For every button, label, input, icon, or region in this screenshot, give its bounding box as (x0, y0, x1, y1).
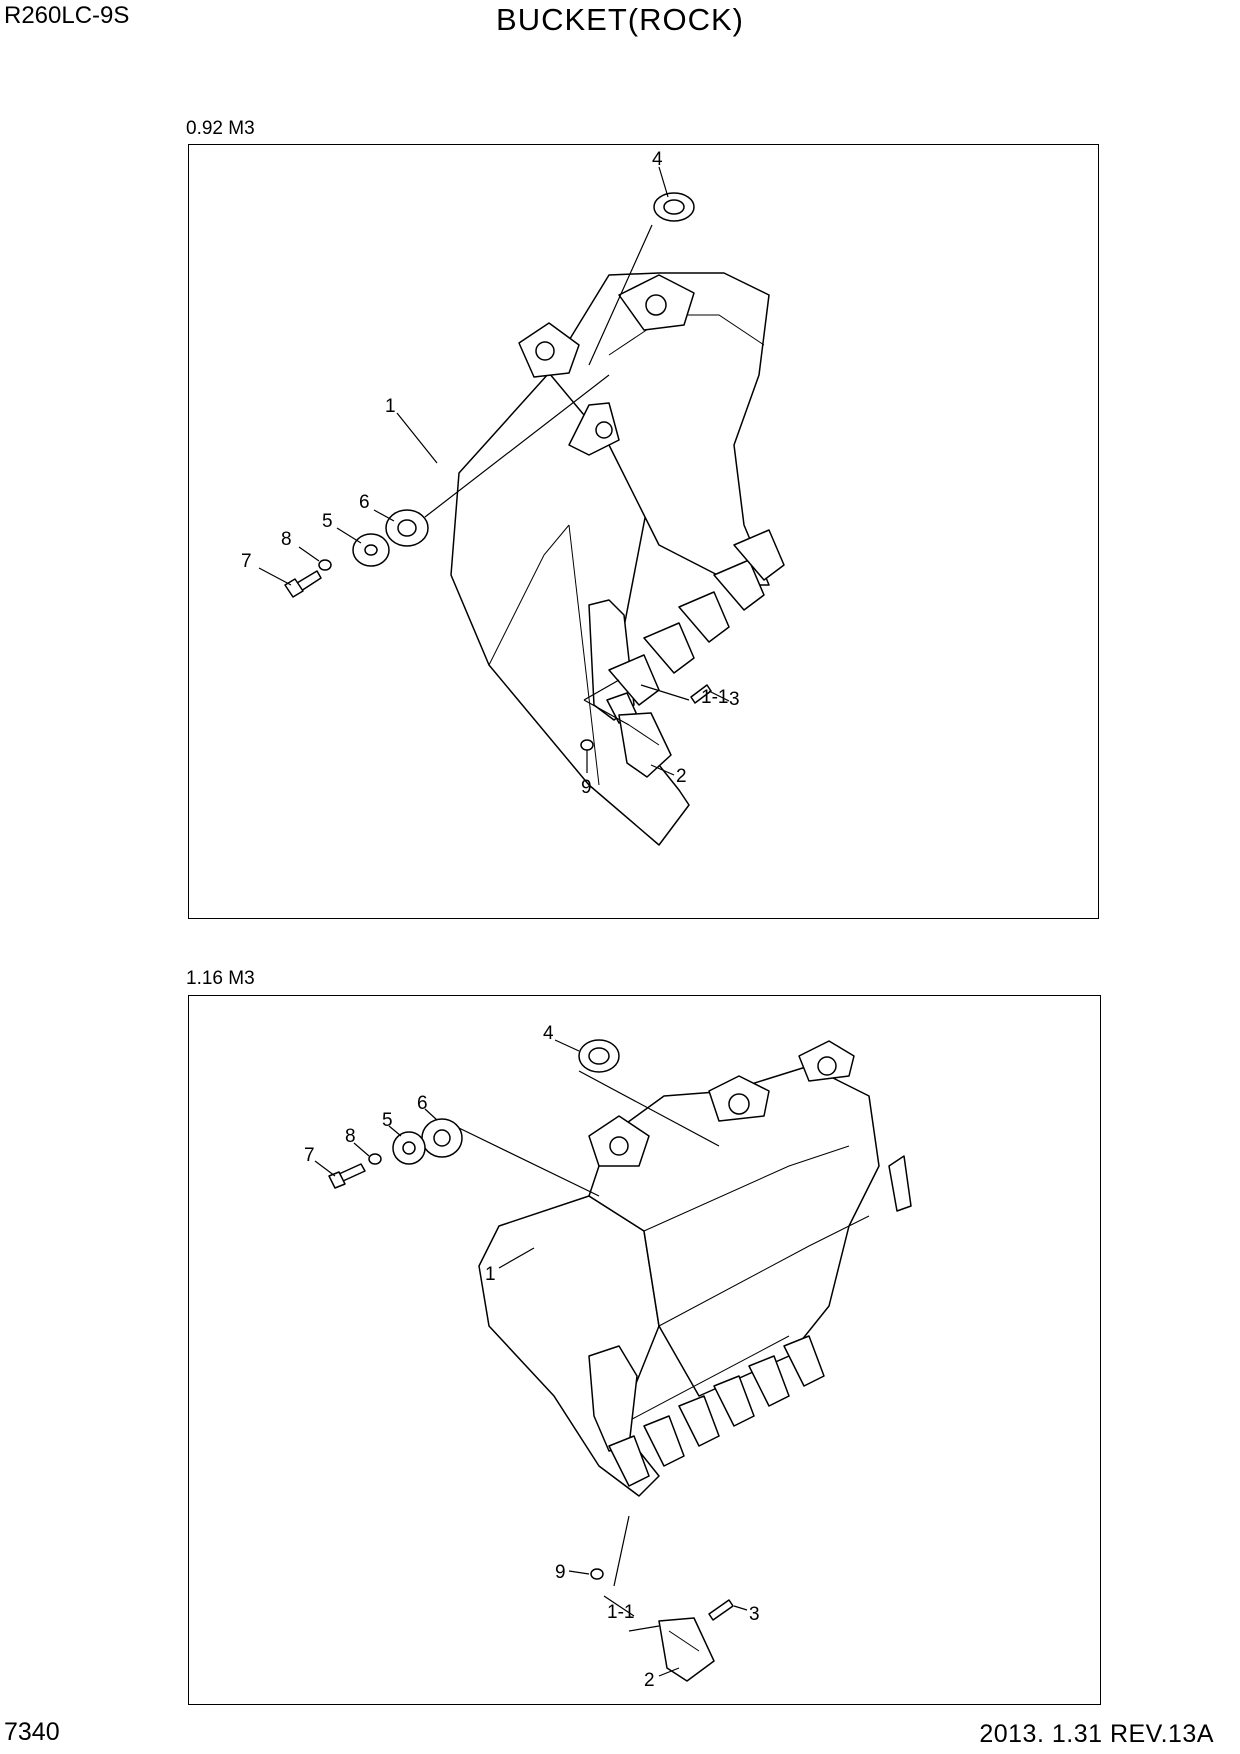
bushing-part-4 (588, 192, 695, 366)
plate-part-5 (352, 533, 390, 567)
pin-part-9 (590, 1568, 604, 1580)
callout-9: 9 (555, 1562, 566, 1583)
washer-part-8 (368, 1153, 382, 1165)
bucket-body (478, 1040, 912, 1497)
callout-2: 2 (644, 1670, 655, 1691)
diagram-panel-1-16-m3: 4 1 6 5 8 7 1-1 3 2 9 (188, 995, 1101, 1705)
callout-6: 6 (417, 1093, 428, 1114)
callout-8: 8 (345, 1126, 356, 1147)
callout-1-1: 1-1 (607, 1602, 634, 1623)
callout-7: 7 (304, 1145, 315, 1166)
pin-part-3 (690, 684, 712, 704)
revision-date: 2013. 1.31 REV.13A (979, 1720, 1214, 1748)
bucket-diagram-large: 4 1 6 5 8 7 1-1 3 2 9 (304, 1023, 912, 1691)
callout-labels: 4 1 6 5 8 7 1-1 3 2 9 (241, 149, 740, 798)
panel-1-caption: 0.92 M3 (186, 118, 255, 139)
callout-4: 4 (543, 1023, 554, 1044)
leader-lines (258, 166, 730, 776)
callout-9: 9 (581, 777, 592, 798)
callout-labels: 4 1 6 5 8 7 1-1 3 2 9 (304, 1023, 760, 1691)
callout-5: 5 (382, 1110, 393, 1131)
tooth-part-2 (658, 1617, 715, 1682)
callout-2: 2 (676, 766, 687, 787)
tooth-part-2 (618, 712, 672, 778)
callout-1-1: 1-1 (701, 687, 728, 708)
callout-4: 4 (652, 149, 663, 170)
plate-part-5 (392, 1131, 426, 1165)
callout-3: 3 (729, 689, 740, 710)
callout-3: 3 (749, 1604, 760, 1625)
pin-part-9 (580, 739, 594, 751)
bucket-teeth (608, 1335, 825, 1487)
washer-part-8 (318, 559, 332, 571)
callout-5: 5 (322, 511, 333, 532)
bucket-diagram-small: 4 1 6 5 8 7 1-1 3 2 9 (241, 149, 785, 846)
leader-lines (314, 1039, 748, 1677)
shim-part-6 (421, 1118, 600, 1197)
page-title: BUCKET(ROCK) (496, 2, 744, 37)
callout-8: 8 (281, 529, 292, 550)
bucket-body (450, 272, 770, 846)
callout-7: 7 (241, 551, 252, 572)
page-number: 7340 (4, 1718, 60, 1746)
callout-1: 1 (485, 1264, 496, 1285)
bolt-part-7 (328, 1163, 366, 1189)
model-number: R260LC-9S (4, 2, 130, 29)
callout-1: 1 (385, 396, 396, 417)
callout-6: 6 (359, 492, 370, 513)
bucket-teeth (606, 529, 785, 724)
shim-part-6 (385, 374, 610, 547)
pin-part-3 (708, 1599, 734, 1621)
bolt-part-7 (284, 570, 322, 598)
bushing-part-4 (578, 1039, 720, 1147)
panel-2-caption: 1.16 M3 (186, 968, 255, 989)
diagram-panel-0-92-m3: 4 1 6 5 8 7 1-1 3 2 9 (188, 144, 1099, 919)
